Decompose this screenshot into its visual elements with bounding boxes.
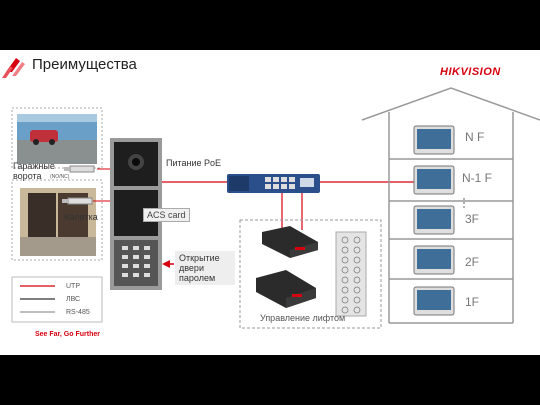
footer-tagline: See Far, Go Further <box>35 331 100 338</box>
poe-switch-device <box>227 174 320 193</box>
password-label-box: Открытие двери паролем <box>175 251 235 285</box>
garage-lock-icon <box>64 165 95 173</box>
legend-rs485-label: RS-485 <box>66 309 90 316</box>
garage-photo <box>17 114 97 164</box>
diagram-canvas <box>2 58 540 329</box>
indoor-monitors <box>413 125 455 316</box>
house-outline <box>361 87 540 324</box>
elevator-control-label: Управление лифтом <box>260 313 346 323</box>
legend-utp-label: UTP <box>66 283 80 290</box>
password-label-line2: двери <box>179 263 204 273</box>
elevator-controller-1 <box>262 226 318 258</box>
elevator-control-frame <box>239 219 382 329</box>
garage-gate-label-line1: Гаражные <box>13 161 55 171</box>
lift-button-panel <box>335 231 367 317</box>
legend-lan-label: ЛВС <box>66 296 81 303</box>
slide: Преимущества HIKVISION Гаражные ворота (… <box>0 50 540 355</box>
elevator-controller-2 <box>256 270 316 308</box>
no-nc-label: (NO/NC) <box>50 174 70 180</box>
keypad <box>122 246 150 277</box>
hikvision-logo-icon <box>2 58 25 78</box>
floor-ellipsis-icon <box>463 198 465 208</box>
gate-lock-icon <box>62 197 93 205</box>
password-label-line3: паролем <box>179 273 216 283</box>
brand-logo-text: HIKVISION <box>440 66 501 78</box>
floor-label-1f: 1F <box>465 295 480 309</box>
page-title: Преимущества <box>32 56 137 73</box>
floor-label-nf: N F <box>465 130 485 144</box>
lift-buttons <box>341 236 361 314</box>
acs-card-label: ACS card <box>143 208 190 222</box>
poe-label: Питание PoE <box>166 158 222 168</box>
garage-gate-label-line2: ворота <box>13 171 42 181</box>
wicket-label: Калитка <box>64 212 98 222</box>
floor-label-2f: 2F <box>465 255 480 269</box>
floor-label-3f: 3F <box>465 212 480 226</box>
password-arrow-icon <box>162 260 174 268</box>
floor-label-n-1f: N-1 F <box>462 171 492 185</box>
password-label-line1: Открытие <box>179 253 220 263</box>
